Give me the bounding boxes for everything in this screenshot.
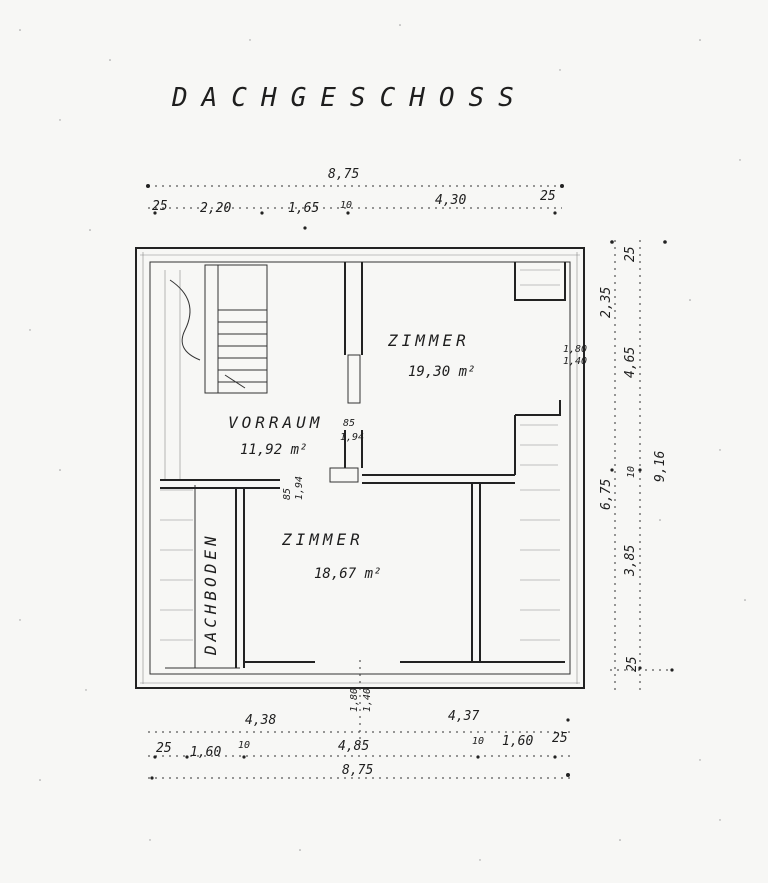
dim-door-85-a: 85 [343,418,355,429]
dim-bottom-160-right: 1,60 [502,734,533,749]
room-area-zimmer-top: 19,30 m² [408,364,475,380]
dim-bottom-140: 1,40 [362,688,373,712]
interior-walls [160,262,566,668]
dim-top-10: 10 [340,200,352,211]
dim-door-194-b: 1,94 [294,476,305,500]
dim-right-235: 2,35 [599,287,614,318]
dim-bottom-10-left: 10 [238,740,250,751]
dim-window-140: 1,40 [563,356,587,367]
dim-door-85-b: 85 [282,488,293,500]
dim-window-180: 1,80 [563,344,587,355]
dim-bottom-10-right: 10 [472,736,484,747]
dachboden-zone [160,270,240,669]
room-area-zimmer-bottom: 18,67 m² [314,566,381,582]
dim-right-465: 4,65 [623,347,638,378]
right-dimension-lines [610,240,674,690]
dim-bottom-total: 8,75 [342,763,373,778]
dim-bottom-438: 4,38 [245,713,276,728]
staircase [169,264,268,394]
dim-bottom-25-left: 25 [156,741,172,756]
dim-top-165: 1,65 [288,201,319,216]
dim-top-430: 4,30 [435,193,466,208]
dim-door-194-a: 1,94 [340,432,364,443]
dim-bottom-25-right: 25 [552,731,568,746]
dim-top-25-left: 25 [152,199,168,214]
dim-bottom-485: 4,85 [338,739,369,754]
dim-top-25-right: 25 [540,189,556,204]
room-name-zimmer-bottom: ZIMMER [281,530,364,549]
bottom-dimension-lines [148,660,570,780]
dim-right-25-top: 25 [623,246,638,262]
room-name-dachboden: DACHBODEN [201,532,220,656]
dim-right-916: 9,16 [653,451,668,482]
dim-right-10: 10 [626,466,637,478]
dim-bottom-437: 4,37 [448,709,479,724]
dim-top-total: 8,75 [328,167,359,182]
top-dimension-lines [146,184,564,230]
dim-right-675: 6,75 [599,479,614,510]
dim-bottom-180: 1,80 [349,688,360,712]
dim-top-220: 2,20 [200,201,231,216]
room-name-vorraum: VORRAUM [228,413,323,432]
room-area-vorraum: 11,92 m² [240,442,307,458]
dim-right-25-bottom: 25 [625,656,640,672]
dim-right-385: 3,85 [623,545,638,577]
paper-noise [19,24,746,861]
room-name-zimmer-top: ZIMMER [387,331,470,350]
plan-title: DACHGESCHOSS [171,83,528,113]
dim-bottom-160-left: 1,60 [190,745,221,760]
